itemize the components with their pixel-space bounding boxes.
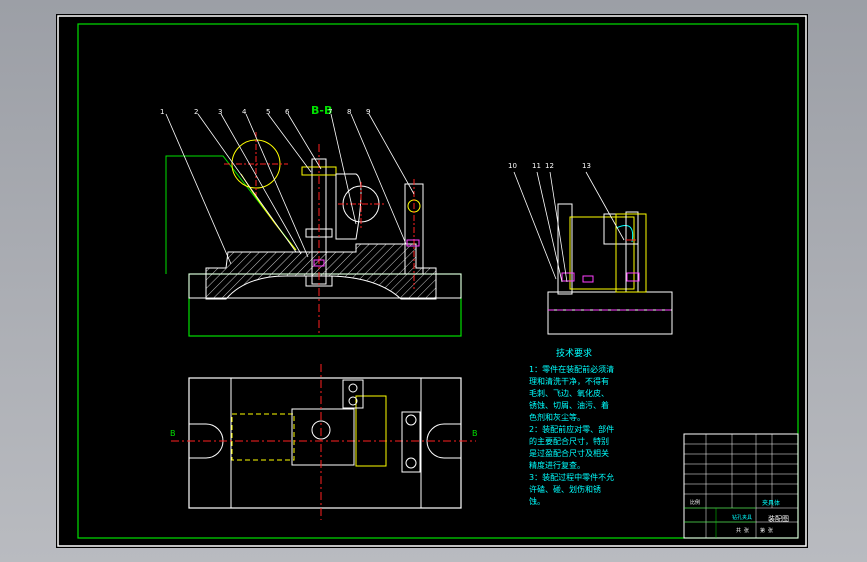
- leader-10: 10: [508, 162, 517, 170]
- title-block[interactable]: 夹具体 装配图 钻孔夹具 比例 共 张 第 张: [683, 433, 799, 539]
- title-cell-6: 张: [768, 527, 773, 534]
- tech-req-line: 2：装配前应对零、部件: [529, 424, 614, 434]
- leader-4: 4: [242, 108, 247, 116]
- section-mark-left: B: [170, 429, 176, 438]
- leader-3: 3: [218, 108, 222, 116]
- upright-outline: [165, 155, 297, 251]
- leader-2: 2: [194, 108, 198, 116]
- title-cell-2: 比例: [690, 499, 700, 506]
- drawing-canvas[interactable]: B B B-B 1 2 3 4 5 6: [56, 14, 808, 548]
- drawing-name: 夹具体: [762, 499, 780, 507]
- fixture-body-section: [205, 243, 437, 300]
- tech-req-line: 精度进行复查。: [529, 460, 585, 470]
- tech-req-line: 3：装配过程中零件不允: [529, 472, 614, 482]
- clamp-block-top: [291, 408, 355, 466]
- technical-requirements: 技术要求 1：零件在装配前必须清 理和清洗干净，不得有 毛刺、飞边、氧化皮、 锈…: [529, 347, 614, 506]
- side-screw-2: [405, 457, 417, 469]
- drawing-svg: B B B-B 1 2 3 4 5 6: [57, 15, 807, 547]
- pin-mark-2: [313, 259, 325, 267]
- leader-6: 6: [285, 108, 290, 116]
- side-fastener: [561, 272, 575, 282]
- tech-req-line: 蚀。: [529, 496, 545, 506]
- leader-1: 1: [160, 108, 164, 116]
- top-view[interactable]: B B: [170, 364, 478, 520]
- tech-req-line: 锈蚀、切屑、油污、着: [529, 400, 609, 410]
- side-column: [625, 211, 639, 293]
- tech-req-line: 是过盈配合尺寸及相关: [529, 448, 609, 458]
- outer-frame: [57, 15, 807, 547]
- leader-8: 8: [347, 108, 351, 116]
- side-fastener-2: [582, 275, 594, 283]
- tech-req-line: 的主要配合尺寸，特别: [529, 436, 609, 446]
- tech-req-line: 许磕、碰、划伤和锈: [529, 484, 601, 494]
- leader-9: 9: [366, 108, 370, 116]
- section-mark-right: B: [472, 429, 478, 438]
- title-cell-5: 第: [760, 527, 765, 534]
- screw-top-1: [348, 383, 358, 393]
- drawing-title: 装配图: [768, 514, 789, 523]
- leader-13: 13: [582, 162, 591, 170]
- side-base: [547, 291, 673, 335]
- section-label: B-B: [311, 104, 332, 117]
- tech-req-line: 色剂和灰尘等。: [529, 412, 585, 422]
- tech-req-line: 1：零件在装配前必须清: [529, 364, 614, 374]
- side-block: [401, 411, 421, 473]
- leader-5: 5: [266, 108, 270, 116]
- side-view[interactable]: [513, 171, 673, 335]
- title-cell-4: 张: [744, 527, 749, 534]
- leader-7: 7: [328, 108, 332, 116]
- leader-11: 11: [532, 162, 541, 170]
- tech-req-line: 理和清洗干净，不得有: [529, 376, 609, 386]
- title-cell-1: 钻孔夹具: [732, 514, 752, 521]
- side-upright: [557, 203, 573, 295]
- leader-12: 12: [545, 162, 554, 170]
- side-screw-1: [405, 414, 417, 426]
- title-block-green-grid: [684, 507, 756, 538]
- pin-mark: [406, 239, 420, 247]
- front-section-view[interactable]: [165, 113, 462, 337]
- leaders-right: [513, 171, 625, 283]
- tech-req-line: 毛刺、飞边、氧化皮、: [529, 388, 609, 398]
- yellow-bracket: [355, 395, 387, 467]
- side-plate: [569, 216, 635, 290]
- title-cell-3: 共: [736, 527, 741, 534]
- top-base: [188, 377, 462, 509]
- tech-req-heading: 技术要求: [556, 347, 592, 359]
- inner-frame: [77, 23, 799, 539]
- leader-numbers-left: 1 2 3 4 5 6 7 8 9: [160, 108, 370, 116]
- leader-numbers-right: 10 11 12 13: [508, 162, 591, 170]
- swing-arm: [335, 173, 362, 240]
- side-tall-plate: [615, 213, 647, 293]
- title-block-frame: [683, 433, 799, 539]
- screw-block: [342, 379, 364, 409]
- side-fastener-3: [626, 272, 640, 282]
- side-cam: [615, 225, 634, 243]
- screw-top-2: [348, 396, 358, 406]
- cylinder-hidden: [231, 413, 295, 461]
- leaders-left: [165, 113, 415, 265]
